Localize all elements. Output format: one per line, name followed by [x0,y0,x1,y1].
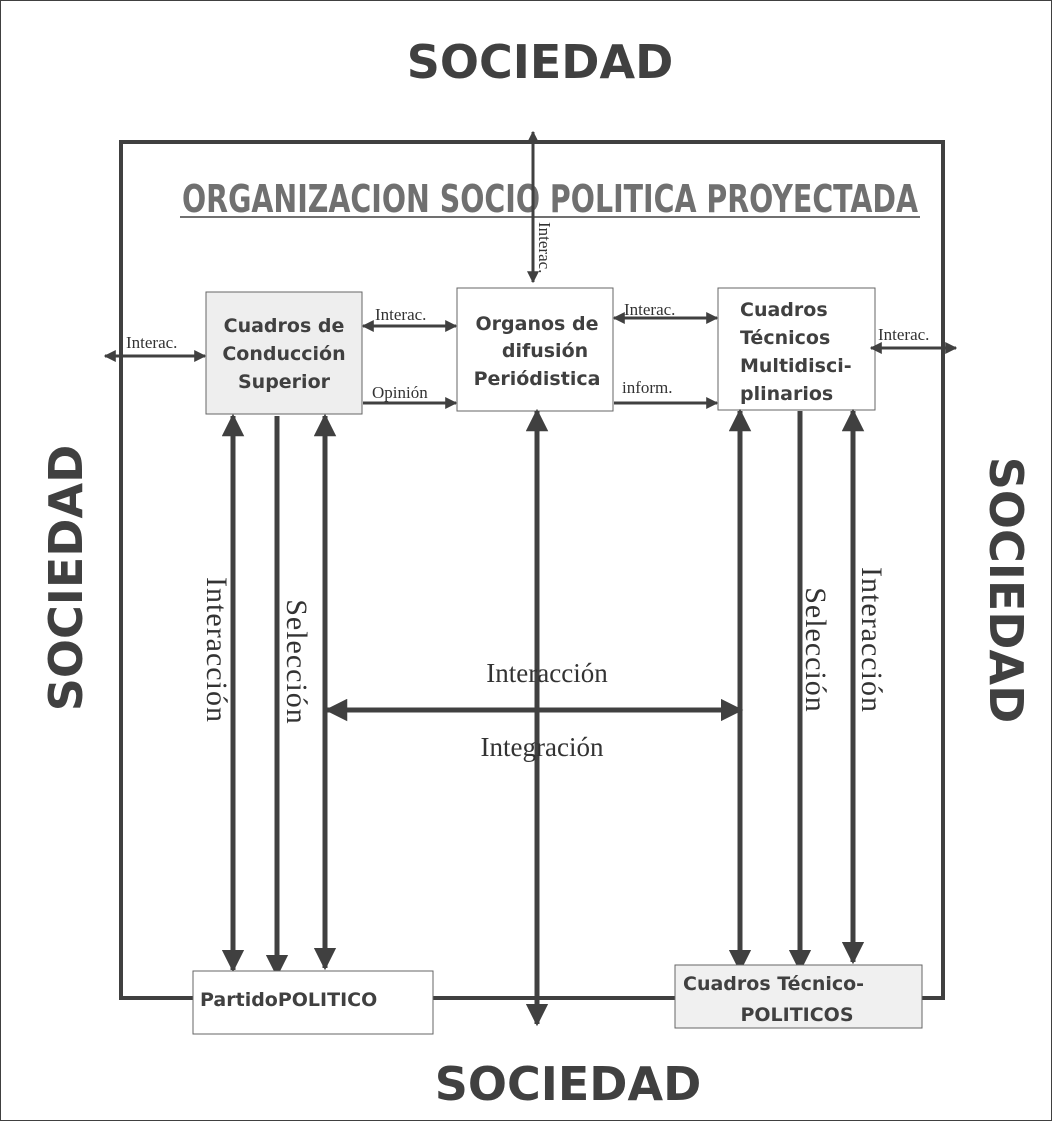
left-interaccion-label: Interacción [200,577,233,723]
vertical-arrows [221,408,865,1027]
box-text: Superior [238,371,331,393]
center-interaccion-label: Interacción [486,658,608,688]
sociedad-top: SOCIEDAD [407,35,674,89]
opinion-label: Opinión [372,383,428,402]
box-text: Organos de [476,313,599,335]
box-text: Cuadros de [224,315,345,337]
left-interac-label: Interac. [126,333,177,352]
top-interac-label: Interac. [535,222,554,273]
diagram-title: ORGANIZACION SOCIO POLITICA PROYECTADA [182,177,918,221]
cond-org-interac-label: Interac. [375,305,426,324]
box-cuadros-tecnico-politicos: Cuadros Técnico- POLITICOS [674,964,923,1029]
inform-label: inform. [622,378,673,397]
box-text: difusión [502,340,588,362]
box-text: Periódistica [474,368,601,390]
left-seleccion-label: Selección [280,599,313,725]
sociedad-right: SOCIEDAD [979,457,1033,724]
box-organos-difusion: Organos de difusión Periódistica [456,287,614,412]
box-text: Cuadros [740,299,828,321]
box-text: PartidoPOLITICO [200,989,377,1011]
box-partido-politico: PartidoPOLITICO [192,970,434,1035]
box-cuadros-tecnicos: Cuadros Técnicos Multidisci- plinarios [717,287,876,411]
right-seleccion-label: Selección [799,587,832,713]
box-text: Multidisci- [740,355,852,377]
box-text: Técnicos [740,327,830,349]
right-interac-label: Interac. [878,325,929,344]
org-tec-interac-label: Interac. [624,300,675,319]
sociedad-bottom: SOCIEDAD [435,1057,702,1111]
box-text: Cuadros Técnico- [683,973,864,995]
right-interaccion-label: Interacción [855,567,888,713]
box-text: plinarios [740,383,833,405]
box-text: Conducción [222,343,345,365]
center-integracion-label: Integración [481,732,604,762]
sociedad-left: SOCIEDAD [39,445,93,712]
box-text: POLITICOS [740,1004,853,1026]
box-cuadros-conduccion: Cuadros de Conducción Superior [205,291,363,415]
